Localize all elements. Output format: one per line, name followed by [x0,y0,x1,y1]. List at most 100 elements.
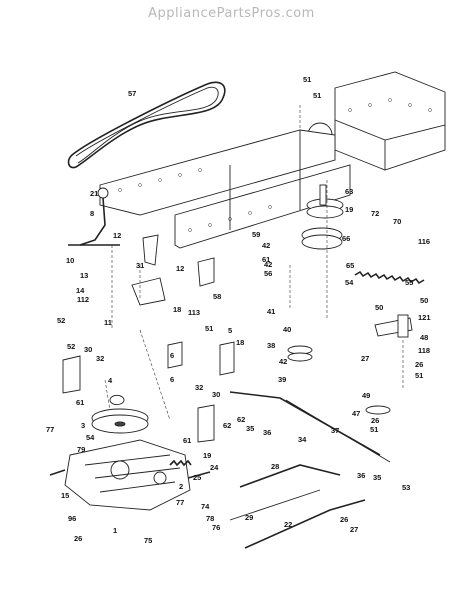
callout-28: 28 [271,462,279,471]
callout-36: 36 [263,428,271,437]
callout-47: 47 [352,409,360,418]
callout-24: 24 [210,463,219,472]
callout-30: 30 [84,345,92,354]
callout-1: 1 [113,526,117,535]
callout-8: 8 [90,209,94,218]
callout-31: 31 [136,261,144,270]
callout-54: 54 [345,278,354,287]
callout-51: 51 [415,371,423,380]
callout-22: 22 [284,520,292,529]
callout-26: 26 [371,416,379,425]
callout-15: 15 [61,491,69,500]
callout-18: 18 [173,305,181,314]
callout-50: 50 [375,303,383,312]
callout-30: 30 [212,390,220,399]
callout-53: 53 [402,483,410,492]
callout-112: 112 [77,295,89,304]
bracket-58 [197,257,215,287]
callout-14: 14 [76,286,85,295]
callout-49: 49 [362,391,370,400]
callout-51: 51 [370,425,378,434]
bracket-12 [131,277,166,306]
callout-37: 37 [331,426,339,435]
callout-27: 27 [350,525,358,534]
tension-spring [354,270,425,285]
callout-26: 26 [340,515,348,524]
idler-pulley-assembly [301,184,344,250]
guide-lines [104,105,404,421]
callout-62: 62 [223,421,231,430]
callout-55: 55 [405,278,413,287]
callout-42: 42 [264,260,272,269]
shift-lever [68,187,120,246]
callout-57: 57 [128,89,136,98]
transaxle-pulley [91,394,149,434]
rod-29 [229,489,321,521]
callout-12: 12 [176,264,184,273]
plate-6 [167,341,183,369]
callout-25: 25 [193,473,201,482]
rod-28 [239,464,341,488]
callout-75: 75 [144,536,152,545]
callout-36: 36 [357,471,365,480]
callout-42: 42 [262,241,270,250]
callout-79: 79 [77,445,85,454]
callout-70: 70 [393,217,401,226]
callout-62: 62 [237,415,245,424]
callout-13: 13 [80,271,88,280]
callout-29: 29 [245,513,253,522]
callout-51: 51 [205,324,213,333]
rod-22 [244,499,366,549]
callout-76: 76 [212,523,220,532]
callout-35: 35 [246,424,254,433]
callout-6: 6 [170,375,174,384]
callout-74: 74 [201,502,210,511]
callout-78: 78 [206,514,214,523]
callout-116: 116 [418,237,430,246]
chassis-frame [99,71,446,249]
brake-rod-37 [285,399,391,463]
callout-58: 58 [213,292,221,301]
callout-12: 12 [113,231,121,240]
callout-39: 39 [278,375,286,384]
callout-27: 27 [361,354,369,363]
callout-113: 113 [188,308,200,317]
callout-35: 35 [373,473,381,482]
callout-51: 51 [303,75,311,84]
bushing-48 [397,314,409,338]
callout-66: 66 [342,234,350,243]
callout-32: 32 [96,354,104,363]
callout-65: 65 [346,261,354,270]
callout-51: 51 [313,91,321,100]
callout-11: 11 [104,318,112,327]
callout-59: 59 [252,230,260,239]
callout-48: 48 [420,333,428,342]
callout-118: 118 [418,346,430,355]
callout-72: 72 [371,209,379,218]
transaxle [49,439,211,511]
callout-121: 121 [418,313,431,322]
bracket-31 [142,234,159,266]
callout-19: 19 [345,205,353,214]
drive-belt [67,81,226,169]
callout-19: 19 [203,451,211,460]
callout-61: 61 [262,255,270,264]
callout-3: 3 [81,421,85,430]
callout-40: 40 [283,325,291,334]
plate-5 [219,341,235,376]
callout-63: 63 [345,187,353,196]
drive-belt-inner [75,86,219,164]
watermark: AppliancePartsPros.com [148,6,315,21]
pulley-38b [287,352,313,362]
callout-50: 50 [420,296,428,305]
callout-34: 34 [298,435,307,444]
callout-6: 6 [170,351,174,360]
callout-42: 42 [279,357,287,366]
callout-52: 52 [67,342,75,351]
callout-5: 5 [228,326,232,335]
callout-26: 26 [74,534,82,543]
callout-26: 26 [415,360,423,369]
callout-10: 10 [66,256,74,265]
